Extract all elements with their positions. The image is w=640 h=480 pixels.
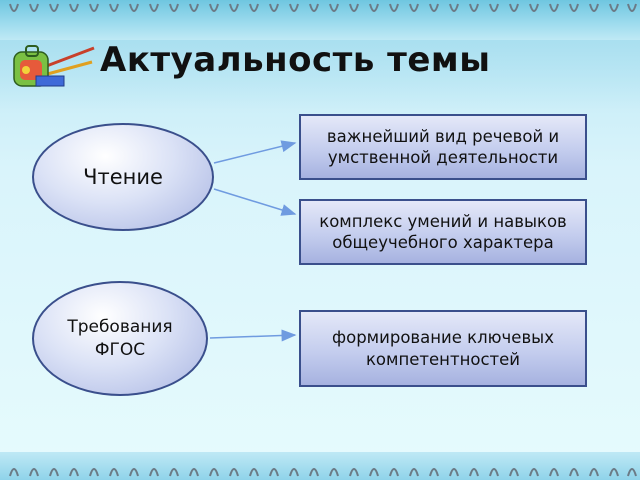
- box-key-competencies-text: формирование ключевых компетентностей: [332, 327, 554, 369]
- bottom-band: [0, 452, 640, 480]
- box-skills-complex: комплекс умений и навыков общеучебного х…: [299, 199, 587, 265]
- node-reading: Чтение: [32, 123, 214, 231]
- arrow-reading-to-box2: [213, 188, 297, 216]
- box-key-competencies: формирование ключевых компетентностей: [299, 310, 587, 387]
- slide-title: Актуальность темы: [100, 40, 491, 80]
- school-backpack-icon: [13, 45, 95, 87]
- box-speech-activity-text: важнейший вид речевой и умственной деяте…: [326, 127, 560, 167]
- box-skills-complex-text: комплекс умений и навыков общеучебного х…: [319, 212, 567, 252]
- bottom-spiral-decoration: [9, 468, 637, 477]
- spiral-binding-icon: [9, 3, 637, 12]
- arrow-fgos-to-box3: [209, 329, 297, 342]
- header-texture: [0, 40, 640, 110]
- node-reading-label: Чтение: [83, 165, 163, 189]
- top-band: [0, 0, 640, 40]
- arrow-reading-to-box1: [213, 140, 297, 164]
- box-speech-activity: важнейший вид речевой и умственной деяте…: [299, 114, 587, 180]
- node-fgos-label: Требования ФГОС: [67, 316, 173, 360]
- node-fgos-requirements: Требования ФГОС: [32, 281, 208, 396]
